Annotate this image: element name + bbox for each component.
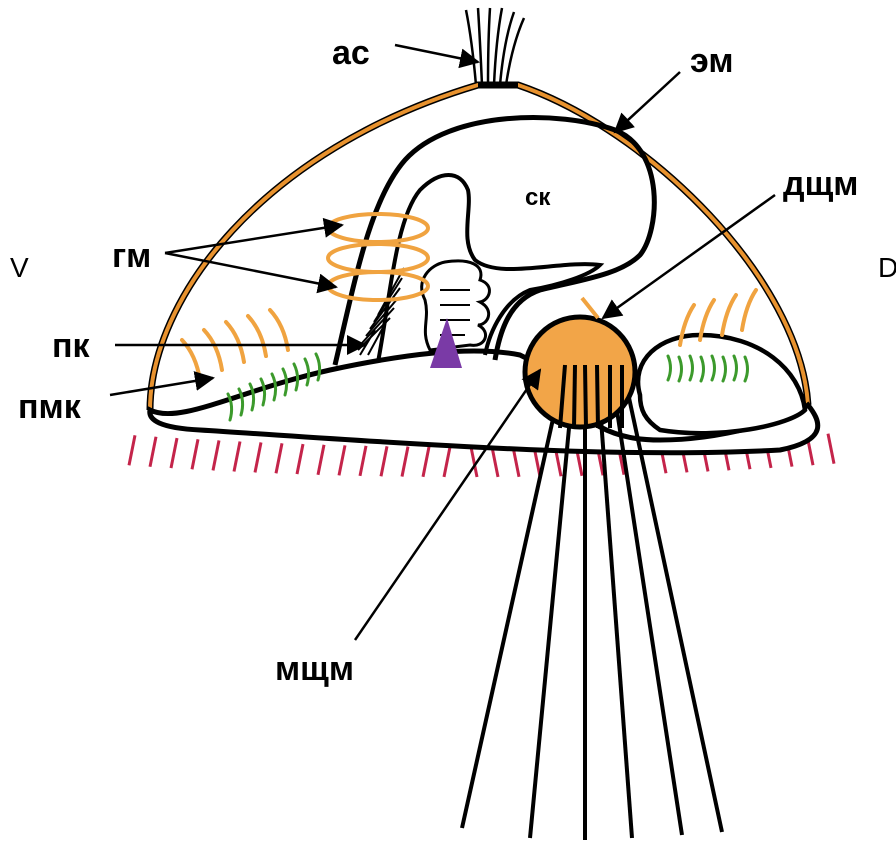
label-dorsal: D	[878, 252, 896, 283]
chaetal-sac-bulb	[525, 317, 635, 427]
red-cilium	[381, 446, 387, 476]
orange-bristle	[742, 290, 756, 330]
red-cilium	[129, 435, 135, 465]
orange-bristle	[204, 330, 222, 370]
red-cilium	[444, 447, 450, 477]
label-dshchm: дщм	[783, 165, 858, 203]
orange-bristle	[248, 316, 266, 356]
label-ac: ас	[332, 34, 370, 72]
label-mshchm: мщм	[275, 650, 354, 688]
label-pk: пк	[52, 327, 91, 365]
red-cilium	[297, 444, 303, 474]
red-cilium	[234, 442, 240, 472]
right-lobe	[638, 335, 805, 433]
red-cilium	[150, 437, 156, 467]
label-ventral: V	[10, 252, 29, 283]
red-cilium	[192, 439, 198, 469]
orange-bristle	[226, 322, 244, 362]
label-pmk: пмк	[18, 388, 82, 426]
red-cilium	[492, 447, 498, 477]
label-gm: гм	[112, 237, 151, 275]
red-cilium	[360, 446, 366, 476]
red-cilium	[255, 442, 261, 472]
red-cilium	[276, 443, 282, 473]
orange-bristle	[722, 295, 736, 335]
red-cilium	[213, 440, 219, 470]
red-cilium	[339, 445, 345, 475]
red-cilium	[402, 447, 408, 477]
apical-tuft	[466, 8, 524, 85]
red-cilium	[828, 434, 834, 464]
red-cilium	[423, 447, 429, 477]
label-sk: ск	[525, 184, 551, 211]
red-cilium	[171, 438, 177, 468]
red-cilium	[318, 445, 324, 475]
label-em: эм	[690, 42, 733, 80]
gm-rings	[328, 214, 428, 300]
